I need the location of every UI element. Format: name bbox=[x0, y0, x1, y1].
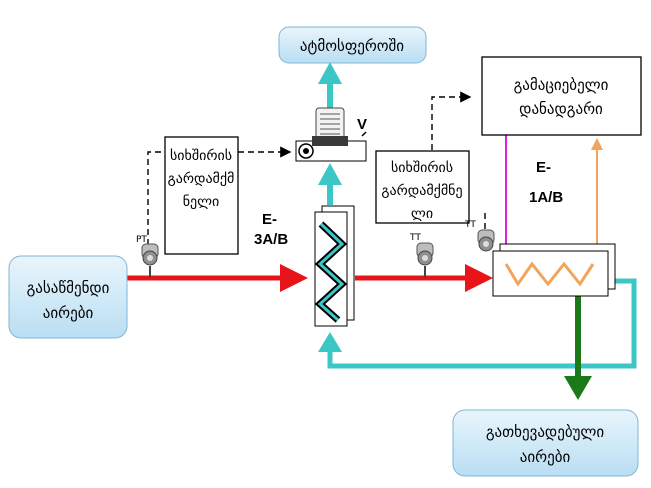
freq-converter-right-box bbox=[375, 150, 470, 224]
input-gases-node bbox=[8, 255, 128, 339]
output-gases-line1: გათხევადებული bbox=[486, 423, 605, 441]
exchanger-left-line1: E- bbox=[262, 211, 277, 228]
atmosphere-label: ატმოსფეროში bbox=[300, 37, 404, 55]
instrument-left bbox=[141, 243, 159, 278]
hot-gas-line bbox=[125, 264, 493, 292]
output-gases-node bbox=[452, 409, 639, 477]
exchanger-right-line1: E- bbox=[536, 159, 551, 176]
arrow-to-fan bbox=[318, 163, 342, 185]
instrument-middle bbox=[416, 242, 434, 278]
signal-lines bbox=[147, 91, 472, 255]
exchanger-right-line2: 1A/B bbox=[529, 189, 563, 206]
freq-converter-left-box bbox=[164, 136, 239, 255]
freq-conv-right-line1: სიხშირის bbox=[391, 159, 453, 176]
arrow-to-atmosphere bbox=[318, 62, 342, 84]
output-gases-line2: აირები bbox=[520, 448, 571, 466]
cold-gas-lines bbox=[318, 62, 637, 369]
cooling-unit-box bbox=[481, 56, 642, 136]
coil-right bbox=[504, 261, 595, 287]
freq-conv-right-line2: გარდამქმნე bbox=[381, 182, 462, 199]
fan bbox=[295, 107, 367, 162]
freq-conv-left-line3: ნელი bbox=[183, 194, 220, 210]
liquid-line bbox=[564, 293, 592, 400]
exchanger-right bbox=[492, 243, 616, 297]
arrow-to-exchanger-bottom bbox=[318, 332, 342, 352]
instrument-middle-tag: TT bbox=[409, 233, 421, 243]
freq-conv-left-line1: სიხშირის bbox=[170, 147, 232, 164]
input-gases-line2: აირები bbox=[43, 304, 94, 322]
instrument-left-tag: PT bbox=[136, 235, 147, 245]
cooling-unit-line2: დანადგარი bbox=[519, 100, 603, 118]
exchanger-left bbox=[314, 205, 355, 327]
fan-label: V bbox=[357, 116, 367, 133]
atmosphere-node bbox=[278, 26, 427, 64]
input-gases-line1: გასაწმენდი bbox=[27, 279, 110, 297]
instrument-right bbox=[477, 229, 495, 252]
freq-conv-right-line3: ლი bbox=[411, 206, 433, 222]
instrument-right-tag: TT bbox=[464, 220, 476, 230]
cooling-unit-line1: გამაციებელი bbox=[514, 76, 609, 94]
freq-conv-left-line2: გარდამქმ bbox=[168, 170, 235, 187]
exchanger-left-line2: 3A/B bbox=[254, 231, 288, 248]
